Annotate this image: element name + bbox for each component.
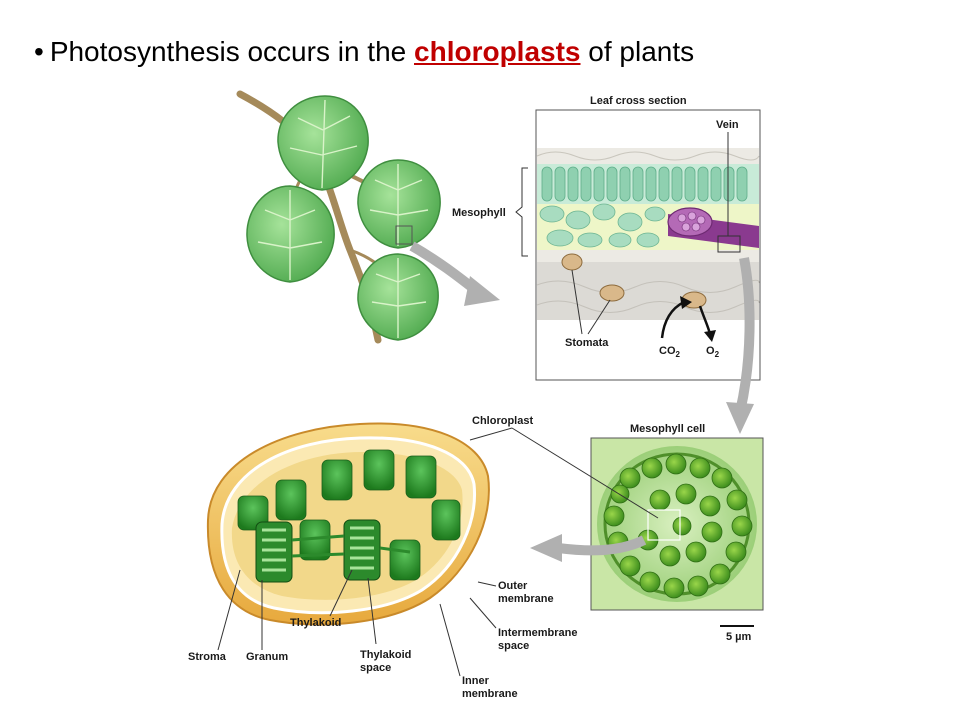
label-thylakoid-space-line1: Thylakoid [360,649,411,661]
leaf-cross-section: Leaf cross section [452,95,760,380]
label-inner-membrane-line1: Inner [462,675,490,687]
arrow-head-1 [464,276,500,306]
arrow-head-3 [530,534,562,562]
label-leaf-cross-section: Leaf cross section [590,95,687,107]
label-thylakoid-space-line2: space [360,662,391,674]
leaf-right [358,160,440,248]
chloroplast-cutaway [208,423,489,624]
arrow-head-2 [726,402,754,434]
label-stomata: Stomata [565,337,609,349]
granum-cut-right [344,520,380,580]
leaf-twig-illustration [240,94,440,340]
label-vein: Vein [716,119,739,131]
label-scale-bar: 5 µm [726,631,752,643]
label-mesophyll: Mesophyll [452,207,506,219]
label-chloroplast: Chloroplast [472,415,533,427]
granum-cut-left [256,522,292,582]
label-inner-membrane-line2: membrane [462,688,518,700]
label-stroma: Stroma [188,651,227,663]
label-thylakoid: Thylakoid [290,617,341,629]
label-granum: Granum [246,651,288,663]
mesophyll-cell-micrograph: Mesophyll cell 5 µm [591,423,763,643]
label-intermembrane-line2: space [498,640,529,652]
label-intermembrane-line1: Intermembrane [498,627,577,639]
label-outer-membrane-line2: membrane [498,593,554,605]
label-mesophyll-cell: Mesophyll cell [630,423,705,435]
label-outer-membrane-line1: Outer [498,580,528,592]
